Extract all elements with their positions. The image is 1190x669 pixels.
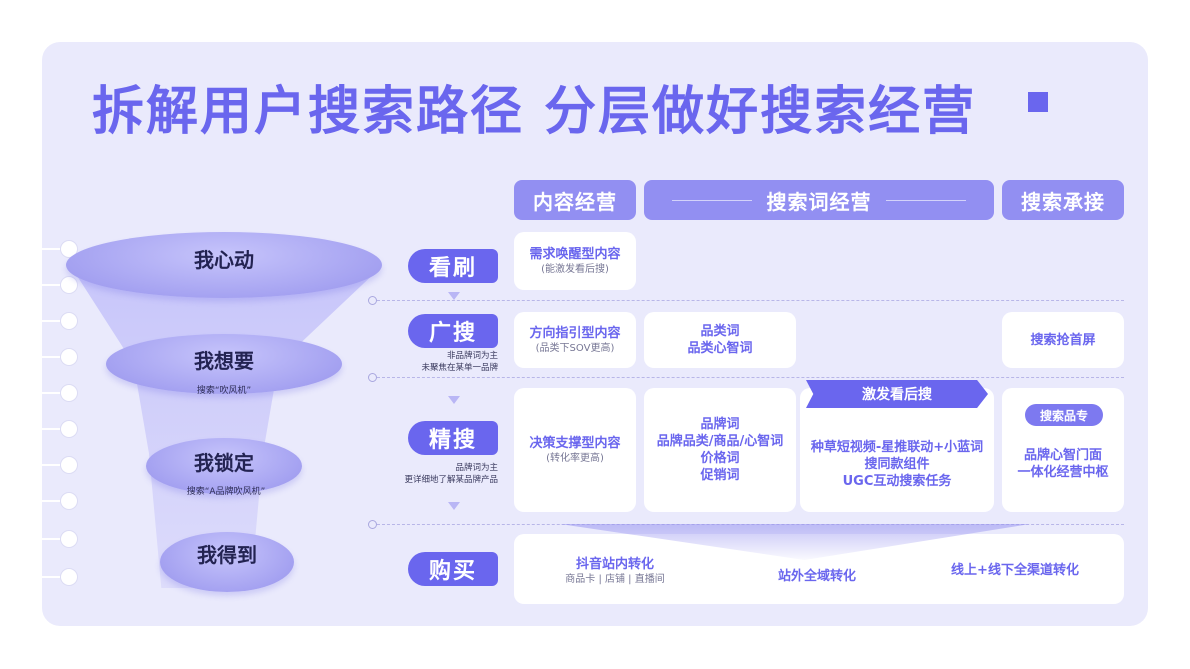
ring-dot — [60, 420, 78, 438]
card-category-words: 品类词 品类心智词 — [644, 312, 796, 368]
separator-dot — [368, 520, 377, 529]
trigger-tag: 激发看后搜 — [806, 380, 988, 408]
conversion-title: 抖音站内转化 — [575, 557, 654, 572]
ring-line — [36, 284, 66, 286]
header-keyword-label: 搜索词经营 — [766, 189, 872, 214]
card-line: UGC互动搜索任务 — [842, 473, 952, 489]
card-title: 方向指引型内容 — [529, 325, 621, 341]
funnel-label-2: 我想要 — [194, 349, 254, 373]
card-line: 一体化经营中枢 — [1017, 465, 1109, 480]
ring-line — [36, 248, 66, 250]
ring-line — [36, 428, 66, 430]
conversion-sub: 商品卡 | 店铺 | 直播间 — [565, 574, 665, 585]
ring-dot — [60, 312, 78, 330]
card-trigger-search: 种草短视频-星推联动+小蓝词 搜同款组件 UGC互动搜索任务 — [800, 388, 994, 512]
stage-buy: 购买 — [408, 552, 498, 586]
note-line: 非品牌词为主 — [446, 351, 498, 361]
card-title: 决策支撑型内容 — [529, 435, 621, 451]
card-line: 品牌品类/商品/心智词 — [656, 434, 784, 449]
funnel-label-1: 我心动 — [194, 248, 254, 272]
brand-zone-tag: 搜索品专 — [1025, 404, 1103, 426]
conversion-douyin: 抖音站内转化 商品卡 | 店铺 | 直播间 — [540, 556, 690, 587]
title-square-decoration — [1028, 92, 1048, 112]
card-line: 种草短视频-星推联动+小蓝词 — [810, 439, 984, 455]
stage-note-broad: 非品牌词为主 未聚焦在某单一品牌 — [388, 350, 498, 374]
ring-dot — [60, 568, 78, 586]
header-decor-line — [672, 200, 752, 201]
card-direction-content: 方向指引型内容 (品类下SOV更高) — [514, 312, 636, 368]
card-sub: (品类下SOV更高) — [535, 342, 615, 354]
ring-dot — [60, 530, 78, 548]
ring-line — [36, 356, 66, 358]
ring-line — [36, 464, 66, 466]
card-sub: (转化率更高) — [546, 452, 604, 464]
ring-dot — [60, 492, 78, 510]
stage-precise-search: 精搜 — [408, 421, 498, 455]
card-brand-words: 品牌词 品牌品类/商品/心智词 价格词 促销词 — [644, 388, 796, 512]
ring-dot — [60, 276, 78, 294]
funnel-sub-2: 搜索“吹风机” — [196, 386, 252, 396]
card-line: 品类心智词 — [687, 341, 753, 356]
row-separator — [372, 377, 1124, 378]
arrow-down-icon — [448, 396, 460, 404]
stage-broad-search: 广搜 — [408, 314, 498, 348]
ring-dot — [60, 384, 78, 402]
stage-browse: 看刷 — [408, 249, 498, 283]
stage-note-precise: 品牌词为主 更详细地了解某品牌产品 — [388, 462, 498, 486]
card-line: 品类词 — [700, 324, 740, 339]
funnel-label-3: 我锁定 — [194, 451, 254, 475]
card-sub: (能激发看后搜) — [541, 263, 609, 275]
ring-line — [36, 538, 66, 540]
ring-dot — [60, 456, 78, 474]
card-line: 品牌心智门面 — [1023, 448, 1102, 463]
ring-line — [36, 392, 66, 394]
funnel-disc-3 — [146, 438, 302, 494]
card-line: 搜同款组件 — [864, 456, 930, 472]
page-title: 拆解用户搜索路径 分层做好搜索经营 — [92, 82, 977, 142]
note-line: 未聚焦在某单一品牌 — [421, 363, 498, 373]
header-content-ops: 内容经营 — [514, 180, 636, 220]
conversion-offsite: 站外全域转化 — [777, 569, 856, 584]
separator-dot — [368, 296, 377, 305]
separator-dot — [368, 373, 377, 382]
card-first-screen: 搜索抢首屏 — [1002, 312, 1124, 368]
row-separator — [372, 300, 1124, 301]
conversion-omnichannel: 线上+线下全渠道转化 — [951, 563, 1079, 578]
note-line: 品牌词为主 — [455, 463, 498, 473]
ring-line — [36, 576, 66, 578]
card-title: 需求唤醒型内容 — [529, 246, 621, 262]
card-demand-content: 需求唤醒型内容 (能激发看后搜) — [514, 232, 636, 290]
arrow-down-icon — [448, 292, 460, 300]
header-search-accept: 搜索承接 — [1002, 180, 1124, 220]
header-decor-line — [886, 200, 966, 201]
card-line: 促销词 — [700, 468, 740, 483]
funnel-disc-1 — [66, 232, 382, 298]
funnel-label-4: 我得到 — [197, 543, 257, 567]
card-title: 搜索抢首屏 — [1030, 332, 1096, 348]
card-decision-content: 决策支撑型内容 (转化率更高) — [514, 388, 636, 512]
funnel-disc-2 — [106, 334, 342, 394]
note-line: 更详细地了解某品牌产品 — [404, 475, 498, 485]
card-line: 价格词 — [700, 451, 740, 466]
ring-dot — [60, 348, 78, 366]
ring-line — [36, 320, 66, 322]
funnel-sub-3: 搜索“A品牌吹风机” — [186, 487, 266, 497]
card-line: 品牌词 — [700, 417, 740, 432]
funnel-disc-4 — [160, 532, 294, 592]
ring-line — [36, 500, 66, 502]
arrow-down-icon — [448, 502, 460, 510]
